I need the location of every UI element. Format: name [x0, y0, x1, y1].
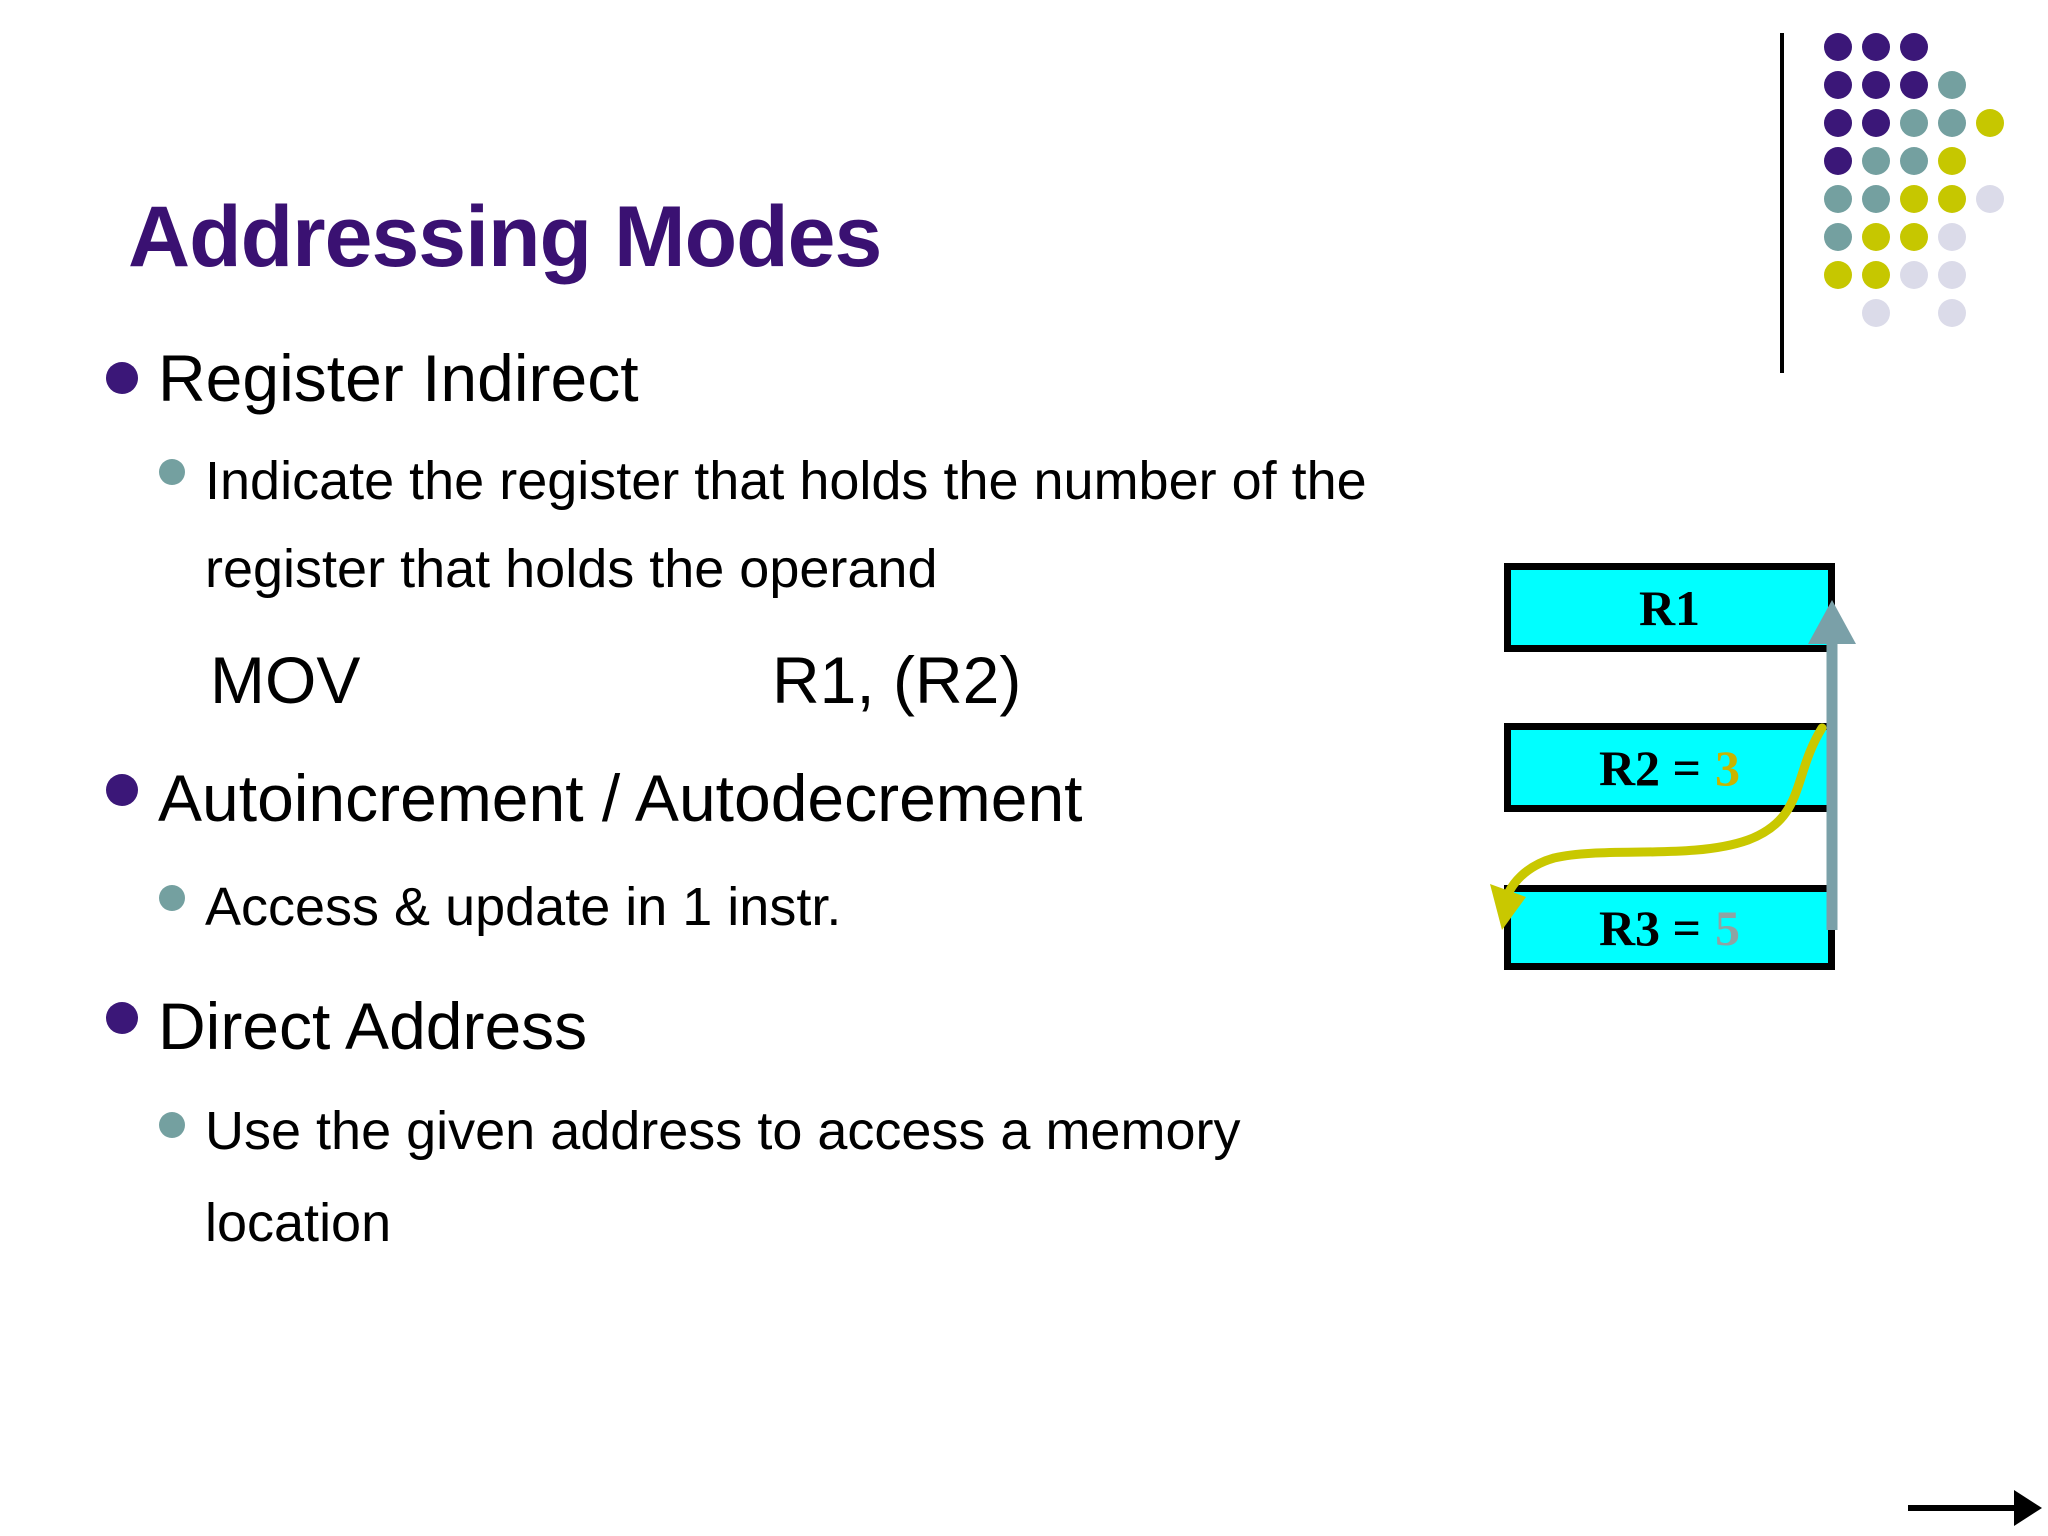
- decor-dot-icon: [1938, 261, 1966, 289]
- bullet-direct-address: Direct Address: [158, 989, 588, 1063]
- register-r1-label: R1: [1638, 579, 1701, 636]
- bullet-register-indirect: Register Indirect: [158, 341, 639, 415]
- subbullet-access-update: Access & update in 1 instr.: [205, 877, 842, 937]
- decor-dot-icon: [1938, 185, 1966, 213]
- decor-dot-icon: [1900, 109, 1928, 137]
- decor-dot-icon: [1900, 33, 1928, 61]
- decor-dot-icon: [1900, 223, 1928, 251]
- register-r2-label: R2 =: [1598, 739, 1702, 796]
- page-title: Addressing Modes: [128, 189, 882, 285]
- separator-line: [1780, 33, 1784, 373]
- arrow-r2-to-r3-head-icon: [1490, 884, 1526, 930]
- bullet-icon: [159, 1112, 185, 1138]
- decor-dot-icon: [1938, 147, 1966, 175]
- decor-dot-icon: [1824, 185, 1852, 213]
- decor-dot-icon: [1862, 33, 1890, 61]
- decor-dot-icon: [1824, 109, 1852, 137]
- decor-dot-icon: [1862, 71, 1890, 99]
- decor-dot-icon: [1938, 223, 1966, 251]
- decor-dot-icon: [1976, 109, 2004, 137]
- subbullet-indicate-line2: register that holds the operand: [205, 539, 938, 599]
- bullet-icon: [159, 459, 185, 485]
- decor-dot-icon: [1824, 33, 1852, 61]
- decor-dot-icon: [1824, 261, 1852, 289]
- decor-dot-icon: [1862, 223, 1890, 251]
- decor-dot-icon: [1938, 109, 1966, 137]
- code-mov-opcode: MOV: [210, 643, 361, 717]
- register-r3-label: R3 =: [1598, 899, 1702, 956]
- subbullet-use-address-line1: Use the given address to access a memory: [205, 1101, 1241, 1161]
- decor-dot-icon: [1900, 185, 1928, 213]
- register-box-r2: R2 = 3: [1504, 723, 1835, 812]
- register-box-r3: R3 = 5: [1504, 885, 1835, 970]
- decor-dot-icon: [1824, 223, 1852, 251]
- decor-dot-icon: [1900, 147, 1928, 175]
- decor-dot-icon: [1938, 299, 1966, 327]
- decor-dot-icon: [1900, 71, 1928, 99]
- bullet-icon: [106, 1002, 138, 1034]
- decor-dot-icon: [1824, 71, 1852, 99]
- bullet-icon: [106, 362, 138, 394]
- arrow-r3-to-r1-head-icon: [1808, 600, 1856, 644]
- decor-dot-icon: [1862, 109, 1890, 137]
- subbullet-indicate-line1: Indicate the register that holds the num…: [205, 451, 1367, 511]
- decor-dot-icon: [1976, 185, 2004, 213]
- bullet-icon: [106, 774, 138, 806]
- register-r3-value: 5: [1715, 899, 1741, 956]
- decor-dot-icon: [1862, 261, 1890, 289]
- decor-dot-icon: [1900, 261, 1928, 289]
- dot-grid-decoration: [1824, 33, 2014, 337]
- decor-dot-icon: [1862, 185, 1890, 213]
- arrow-r2-to-r3-curve: [1500, 723, 1827, 907]
- bullet-autoincrement: Autoincrement / Autodecrement: [158, 761, 1083, 835]
- code-mov-operands: R1, (R2): [772, 643, 1022, 717]
- advance-arrow-icon[interactable]: [2014, 1490, 2042, 1526]
- bullet-icon: [159, 885, 185, 911]
- decor-dot-icon: [1862, 147, 1890, 175]
- register-r2-value: 3: [1715, 739, 1741, 796]
- subbullet-use-address-line2: location: [205, 1193, 392, 1253]
- decor-dot-icon: [1938, 71, 1966, 99]
- decor-dot-icon: [1862, 299, 1890, 327]
- decor-dot-icon: [1824, 147, 1852, 175]
